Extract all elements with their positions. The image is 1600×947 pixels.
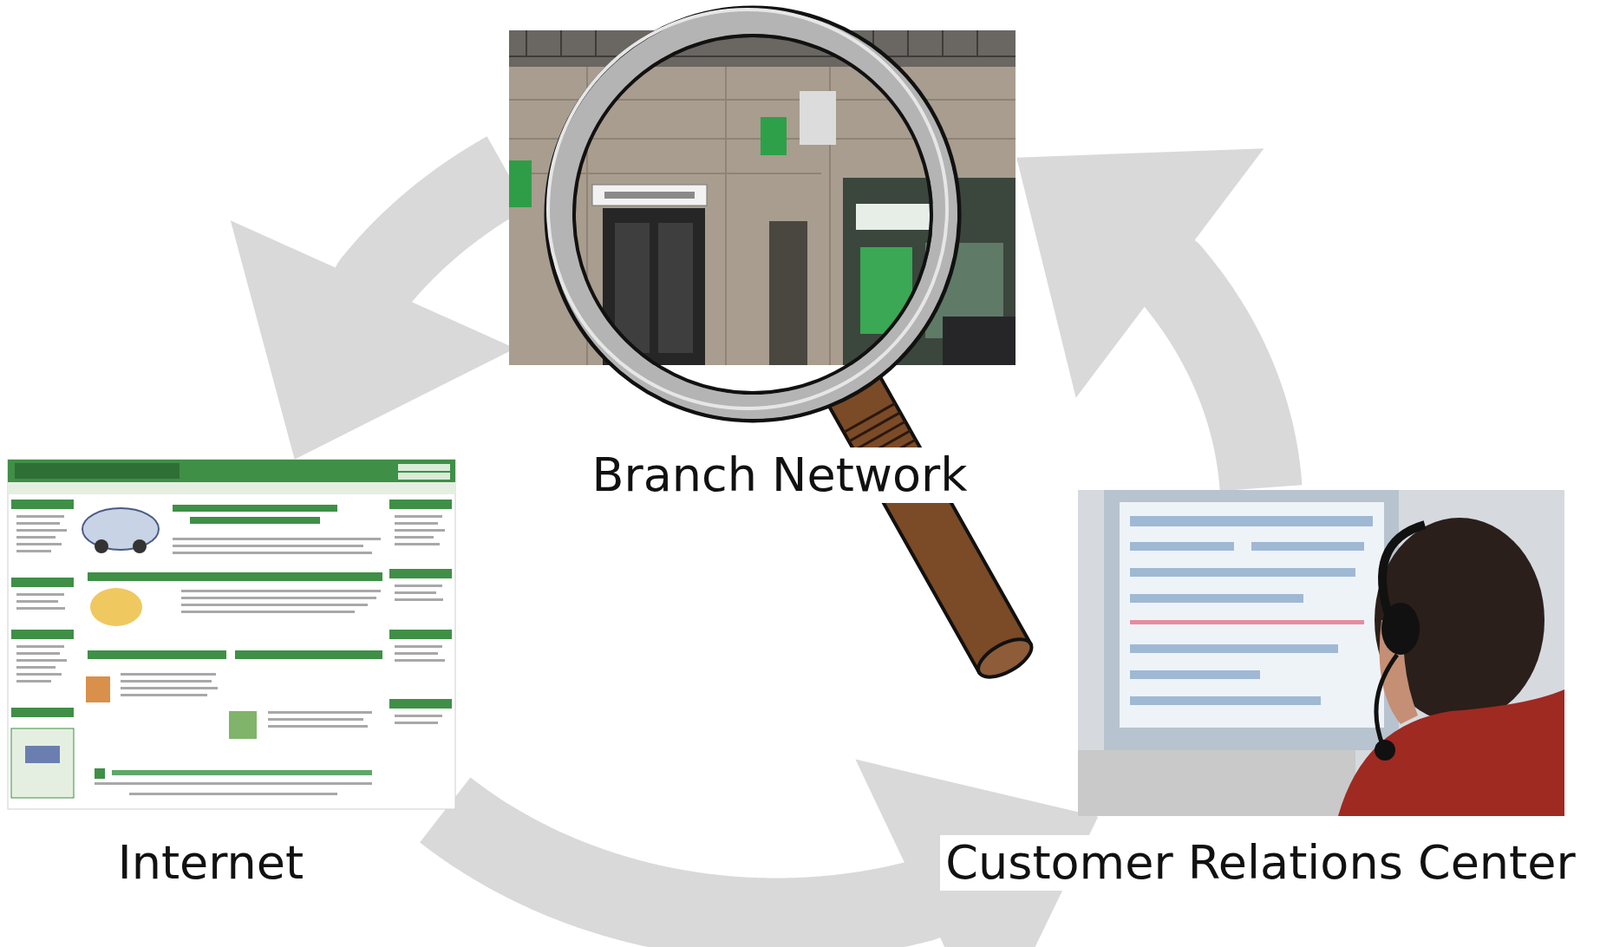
- website-screenshot: [7, 459, 456, 810]
- label-group: Branch Network: [586, 447, 973, 503]
- call-center-photo: [1077, 489, 1565, 817]
- cycle-arrow: [230, 172, 516, 460]
- node-label: Branch Network: [586, 447, 973, 503]
- cycle-arrow: [1016, 148, 1264, 489]
- arrow-head: [1016, 148, 1264, 398]
- node-label: Customer Relations Center: [940, 835, 1581, 891]
- node-label: Internet: [112, 835, 309, 891]
- arrow-head: [230, 220, 516, 459]
- photo-node: Internet: [7, 459, 456, 810]
- photo-node: Branch Network: [509, 30, 1016, 366]
- magnifying-glass: [546, 7, 1038, 686]
- label-group: Internet: [112, 835, 309, 891]
- label-group: Customer Relations Center: [940, 835, 1581, 891]
- photo-node: Customer Relations Center: [1077, 489, 1565, 817]
- arrow-band: [1162, 267, 1261, 488]
- arrow-band: [444, 809, 932, 920]
- arrow-band: [369, 172, 508, 294]
